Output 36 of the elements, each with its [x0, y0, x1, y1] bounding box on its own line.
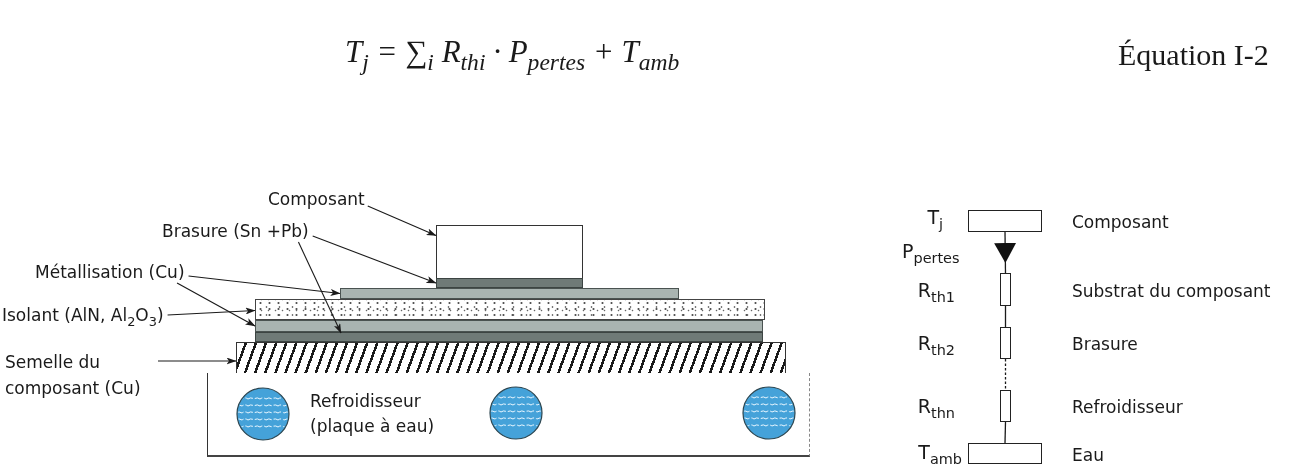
heatsink-label: Refroidisseur (plaque à eau)	[310, 390, 436, 438]
metallization-layer	[255, 320, 763, 332]
metallization-layer	[340, 288, 679, 299]
equation: T$_{j}$ = ∑$_{i}$ R$_{thi}$ · P$_{pertes}$ + T$_{amb}$	[344, 33, 681, 73]
leader-line	[188, 275, 341, 296]
heat-flow-arrow	[994, 231, 1017, 274]
description-label: Brasure	[1072, 334, 1138, 354]
wire	[1004, 358, 1007, 391]
leader-line	[367, 205, 437, 237]
part-label: Métallisation (Cu)	[35, 262, 185, 282]
leader-line	[297, 241, 342, 334]
symbol-label: R$_{th2}$	[917, 332, 955, 354]
description-label: Refroidisseur	[1072, 397, 1183, 417]
symbol-label: T$_{amb}$	[918, 440, 962, 463]
solder-layer	[255, 332, 763, 342]
part-label: Semelle du composant (Cu)	[5, 349, 155, 401]
part-label: Composant	[268, 189, 365, 209]
component-block	[436, 225, 583, 278]
symbol-label: R$_{thn}$	[917, 395, 955, 417]
heatsink-plate	[207, 373, 810, 457]
insulator-layer	[255, 299, 765, 320]
leader-line	[312, 235, 437, 284]
leader-line	[157, 357, 237, 365]
solder-layer	[436, 278, 583, 288]
description-label: Substrat du composant	[1072, 280, 1271, 301]
wire	[1004, 305, 1007, 328]
part-label: Brasure (Sn +Pb)	[162, 221, 309, 241]
part-label: Isolant (AlN, Al$_{2}$O$_{3}$)	[2, 305, 164, 325]
leader-line	[167, 307, 256, 316]
symbol-label: R$_{th1}$	[917, 278, 955, 301]
hatched-baseplate	[236, 342, 786, 373]
leader-line	[176, 282, 256, 327]
description-label: Eau	[1072, 444, 1104, 465]
wire	[1004, 421, 1007, 444]
equation-number: Équation I-2	[1117, 37, 1270, 73]
description-label: Composant	[1072, 212, 1169, 232]
